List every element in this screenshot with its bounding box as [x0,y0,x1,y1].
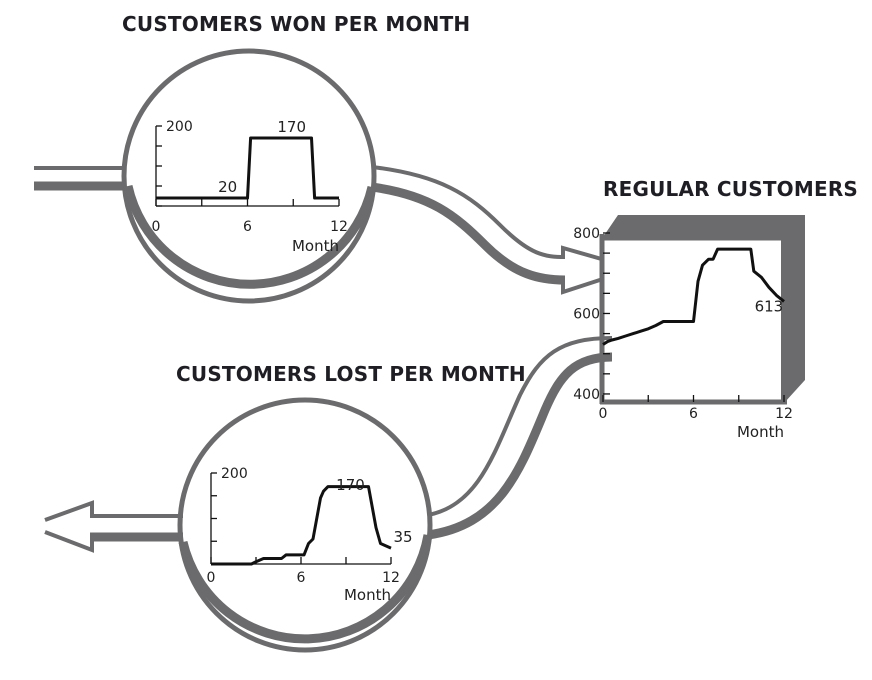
data-label: 170 [336,476,365,494]
data-label: 613 [755,298,784,316]
data-label: 170 [277,118,306,136]
inflow-pipe-left [34,166,128,191]
data-label: 20 [218,178,237,196]
outflow-pipe-left [44,500,183,553]
x-tick-label: 6 [689,406,698,422]
lost-circle [177,397,433,653]
series-line [211,485,392,566]
won-circle-thick-bottom [123,185,377,289]
x-axis-label: Month [292,237,339,255]
regular-title: REGULAR CUSTOMERS [603,177,858,201]
lost-circle-thick-bottom [178,534,433,644]
x-tick-label: 12 [330,219,348,235]
x-tick-label: 0 [152,219,161,235]
arrow-head-right-icon [561,245,613,295]
series-line [602,247,785,346]
outflow-pipe-from-stock [427,336,613,540]
x-tick-label: 12 [775,406,793,422]
x-tick-label: 0 [207,570,216,586]
x-tick-label: 12 [382,570,400,586]
x-axis-label: Month [344,586,391,604]
x-tick-label: 0 [599,406,608,422]
inflow-pipe-to-stock [371,165,613,295]
y-tick-label: 800 [573,226,600,242]
arrow-head-left-icon [44,500,94,553]
y-tick-label: 200 [166,119,193,135]
series-line [156,136,339,200]
data-label: 35 [393,528,412,546]
won-title: CUSTOMERS WON PER MONTH [122,12,470,36]
y-tick-label: 200 [221,466,248,482]
x-axis-label: Month [737,423,784,441]
y-tick-label: 400 [573,387,600,403]
x-tick-label: 6 [243,219,252,235]
x-tick-label: 6 [297,570,306,586]
y-tick-label: 600 [573,306,600,322]
lost-title: CUSTOMERS LOST PER MONTH [176,362,526,386]
